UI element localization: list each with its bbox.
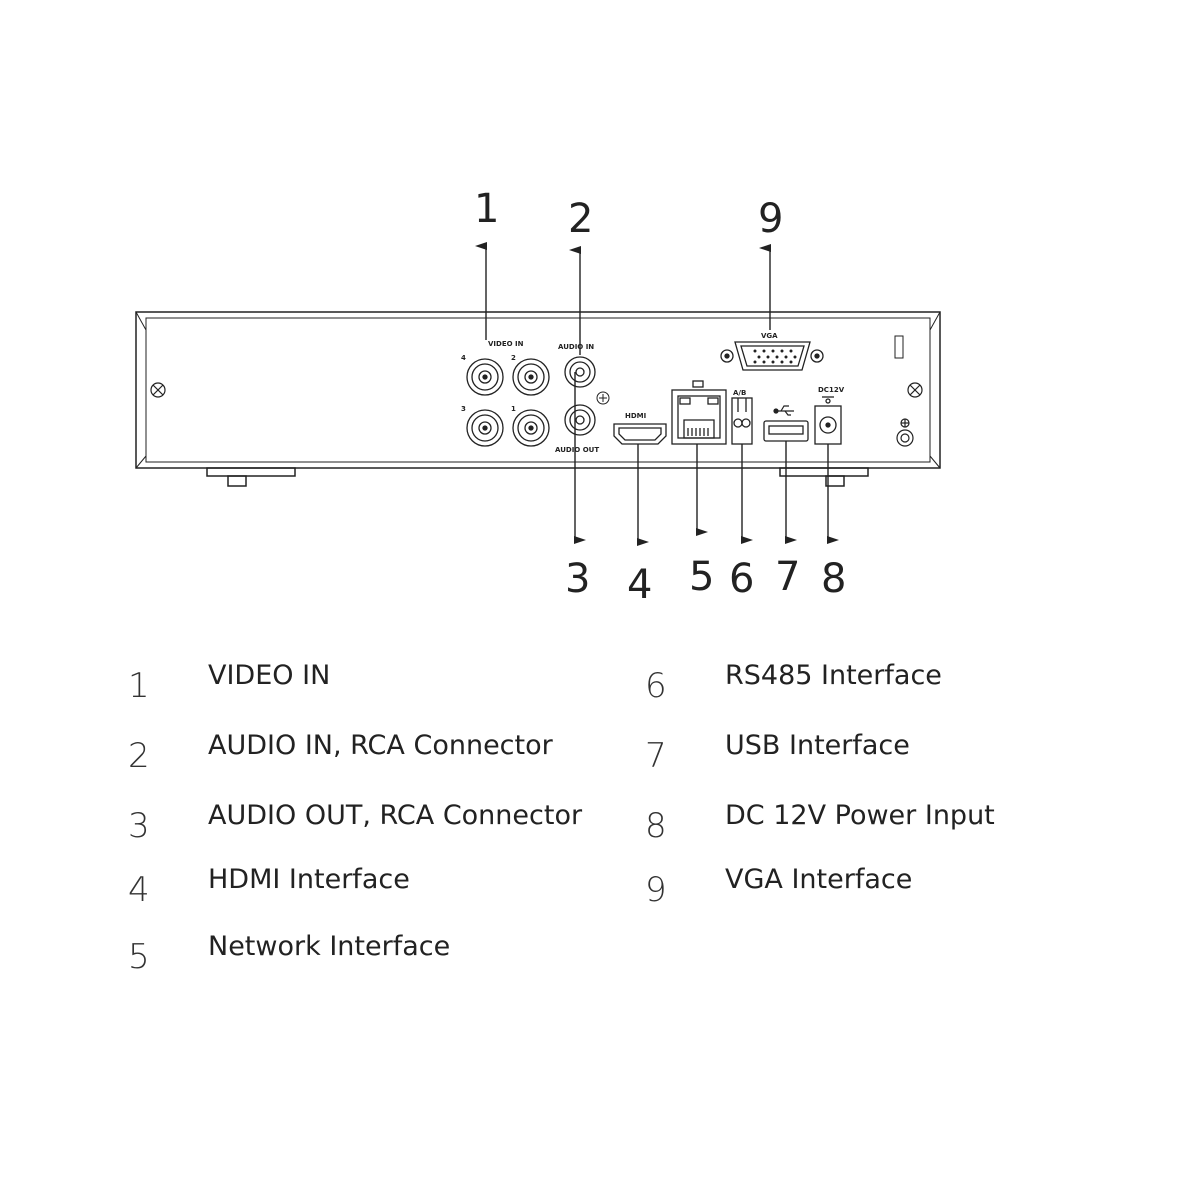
- bnc-connector-icon: [466, 409, 504, 447]
- bnc-connector-icon: [512, 358, 550, 396]
- callout-3: 3: [565, 556, 590, 602]
- port-label: 2: [511, 354, 516, 362]
- bnc-connector-icon: [512, 409, 550, 447]
- hdmi-panel-label: HDMI: [625, 412, 646, 420]
- screw-icon: [596, 391, 610, 405]
- callout-5: 5: [689, 554, 714, 600]
- vga-pins: [753, 349, 797, 364]
- video-in-panel-label: VIDEO IN: [488, 340, 524, 348]
- hdmi-port-icon: [613, 423, 667, 445]
- audio-in-panel-label: AUDIO IN: [558, 343, 594, 351]
- rs485-panel-label: A/B: [733, 389, 746, 397]
- vga-port-icon: [720, 341, 824, 371]
- screw-icon: [907, 382, 923, 398]
- device-body: [135, 311, 941, 487]
- callout-9: 9: [758, 196, 783, 242]
- callout-2: 2: [568, 196, 593, 242]
- callout-7: 7: [775, 554, 800, 600]
- screw-icon: [150, 382, 166, 398]
- vga-panel-label: VGA: [761, 332, 778, 340]
- vent-slot: [894, 335, 904, 359]
- port-label: 1: [511, 405, 516, 413]
- callout-8: 8: [821, 556, 846, 602]
- ground-terminal-icon: [896, 418, 914, 447]
- bnc-connector-icon: [466, 358, 504, 396]
- callout-6: 6: [729, 556, 754, 602]
- network-port-icon: [671, 380, 727, 445]
- leader-lines: [475, 242, 839, 546]
- usb-symbol-icon: [773, 405, 794, 416]
- callout-4: 4: [627, 562, 652, 608]
- port-label: 3: [461, 405, 466, 413]
- callout-1: 1: [474, 186, 499, 232]
- dc-panel-label: DC12V: [818, 386, 845, 394]
- port-label: 4: [461, 354, 466, 362]
- rca-audio-in-icon: [564, 356, 596, 388]
- audio-out-panel-label: AUDIO OUT: [555, 446, 599, 454]
- rca-audio-out-icon: [564, 404, 596, 436]
